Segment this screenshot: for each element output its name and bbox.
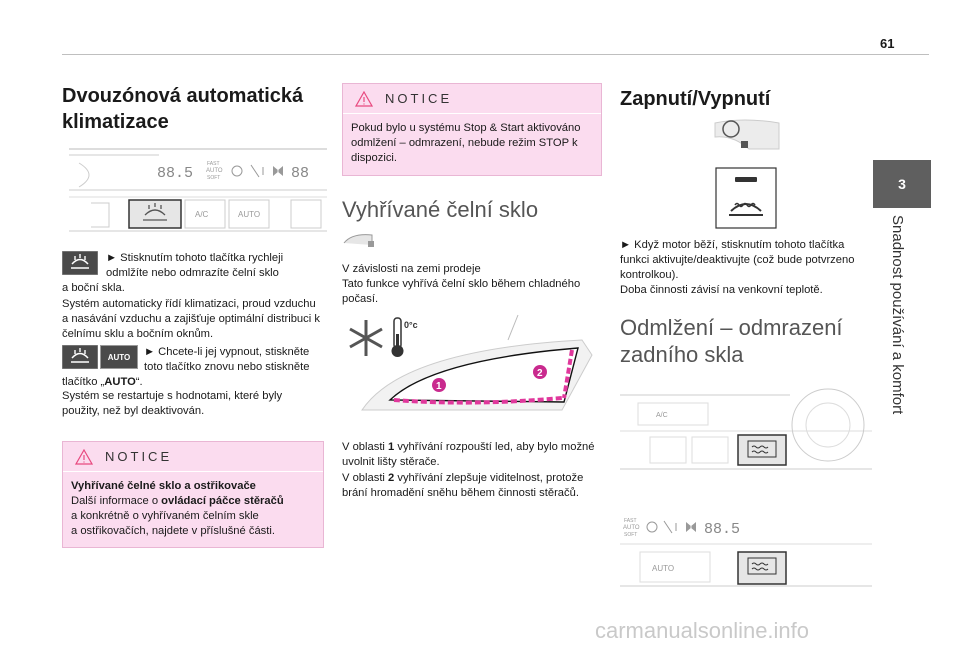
fan-icon-2 [686, 522, 696, 532]
marker-1-label: 1 [436, 381, 442, 392]
airflow-icon [250, 164, 264, 178]
col2-paragraph-4: V oblasti 2 vyhřívání zlepšuje viditelno… [342, 471, 604, 501]
notice-line1: Další informace o ovládací páčce stěračů [71, 494, 315, 509]
heated-windscreen-heading: Vyhřívané čelní sklo [342, 197, 539, 222]
steering-wheel-heat-icon [714, 119, 780, 150]
rear-defrost-heading: Odmlžení – odmrazení zadního skla [620, 314, 872, 368]
col3-paragraph-2: Doba činnosti závisí na venkovní teplotě… [620, 284, 823, 296]
header-rule [62, 54, 929, 55]
notice-line3: a ostřikovačích, najdete v příslušné čás… [71, 525, 275, 537]
rear-defrost-heading-line1: Odmlžení – odmrazení [620, 315, 843, 340]
chapter-title: Snadnost používání a komfort [889, 215, 906, 415]
windscreen-heat-button-icon[interactable] [715, 167, 777, 229]
panel2-display: 88.5 [704, 521, 740, 538]
paragraph-3-line2: toto tlačítko znovu nebo stiskněte [144, 361, 310, 373]
fan-icon [273, 166, 283, 176]
paragraph-1-line3: a boční skla. [62, 282, 125, 294]
auto-button-icon: AUTO [100, 345, 138, 369]
warning-icon [75, 448, 93, 465]
chapter-side-label: Snadnost používání a komfort [880, 215, 920, 445]
panel2-soft-label: SOFT [624, 532, 637, 538]
p3-pre-2: V oblasti [342, 441, 389, 453]
paragraph-3-line1: ► Chcete-li jej vypnout, stiskněte [144, 346, 310, 358]
p3-bold-2: 1 [388, 441, 395, 453]
p3-post: “. [135, 376, 143, 388]
on-off-heading: Zapnutí/Vypnutí [620, 88, 771, 110]
defrost-button-icon [62, 251, 98, 275]
windscreen-heat-icon [343, 234, 374, 247]
marker-1 [432, 378, 446, 392]
marker-2 [533, 365, 547, 379]
panel-display-right: 88 [291, 165, 309, 182]
recirculation-icon-2 [646, 521, 658, 533]
panel-display-left: 88.5 [157, 165, 193, 182]
recirculation-icon [231, 165, 243, 177]
marker-2-label: 2 [537, 368, 543, 379]
notice-title: NOTICE [105, 449, 173, 464]
notice-line1-text: Další informace o [71, 495, 162, 507]
notice-line2: a konkrétně o vyhřívaném čelním skle [71, 510, 259, 522]
rear-defrost-heading-line2: zadního skla [620, 342, 744, 367]
watermark: carmanualsonline.info [595, 618, 810, 643]
section-title: Dvouzónová automatická klimatizace [62, 83, 324, 135]
col3-paragraph-1: ► Když motor běží, stisknutím tohoto tla… [620, 239, 855, 281]
thermometer-icon [391, 317, 404, 357]
section-title-line1: Dvouzónová automatická [62, 85, 304, 107]
panel-fast-label: FAST [207, 161, 220, 167]
climate-panel-illustration: A/C AUTO 88.5 FAST AUTO SOFT 88 [69, 145, 327, 235]
warning-icon-2 [355, 90, 373, 107]
temp-zero-label: 0°c [404, 320, 418, 330]
panel2-auto-label: AUTO [652, 564, 674, 573]
p4-pre-2: V oblasti [342, 472, 389, 484]
paragraph-3-line3: tlačítko „AUTO“. [62, 375, 143, 390]
windscreen-illustration: 1 2 0°c [349, 314, 593, 411]
col2-paragraph-1: V závislosti na zemi prodeje [342, 263, 481, 275]
panel-auto-label: AUTO [238, 210, 260, 219]
defrost-button-icon-2 [62, 345, 98, 369]
panel-ac-label: A/C [195, 210, 209, 219]
paragraph-1-line1: ► Stisknutím tohoto tlačítka rychleji [106, 252, 284, 264]
panel-auto-small-label: AUTO [206, 168, 223, 174]
p3-bold: AUTO [104, 376, 136, 388]
p4-post-2: vyhřívání zlepšuje viditelnost, protože … [342, 472, 584, 499]
notice-line1-bold[interactable]: ovládací páčce stěračů [161, 495, 284, 507]
notice-box-1: NOTICE Vyhřívané čelné sklo a ostřikovač… [62, 441, 324, 548]
notice-box-2: NOTICE Pokud bylo u systému Stop & Start… [342, 83, 602, 176]
rear-defrost-panel-1: A/C [620, 388, 872, 470]
chapter-tab[interactable]: 3 [873, 160, 931, 208]
panel2-auto-small-label: AUTO [623, 525, 640, 531]
paragraph-1-line2: odmlžíte nebo odmrazíte čelní sklo [106, 267, 279, 279]
col1-text-block: ► Stisknutím tohoto tlačítka rychleji od… [62, 250, 324, 419]
airflow-icon-2 [663, 520, 677, 534]
col2-paragraph-2: Tato funkce vyhřívá čelní sklo během chl… [342, 278, 581, 305]
page-number: 61 [880, 36, 895, 51]
p3-pre: tlačítko „ [62, 376, 105, 388]
p3-post-2: vyhřívání rozpouští led, aby bylo možné … [342, 441, 595, 468]
paragraph-2: Systém automaticky řídí klimatizaci, pro… [62, 298, 320, 340]
section-title-line2: klimatizace [62, 111, 169, 133]
panel2-fast-label: FAST [624, 518, 637, 524]
p4-bold-2: 2 [388, 472, 395, 484]
snowflake-icon [349, 320, 383, 356]
paragraph-4: Systém se restartuje s hodnotami, které … [62, 390, 283, 417]
notice-title-2: NOTICE [385, 91, 453, 106]
notice-body-2: Pokud bylo u systému Stop & Start aktivo… [351, 122, 581, 164]
panel-soft-label: SOFT [207, 175, 220, 181]
rear-defrost-panel-2: FAST AUTO SOFT 88.5 AUTO [620, 518, 872, 587]
notice-bold-heading: Vyhřívané čelné sklo a ostřikovače [71, 480, 256, 492]
panel1-ac-label: A/C [656, 412, 668, 419]
col2-paragraph-3: V oblasti 1 vyhřívání rozpouští led, aby… [342, 440, 604, 470]
